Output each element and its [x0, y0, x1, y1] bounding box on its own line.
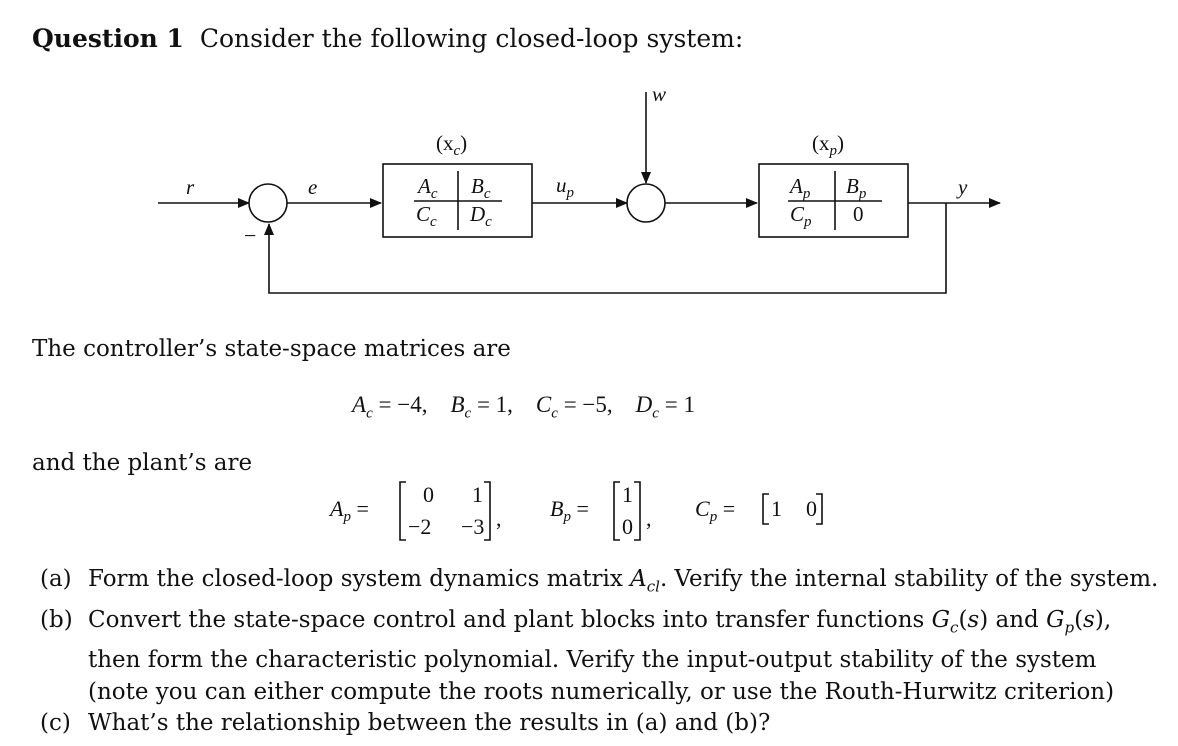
Ap-11: 0 [423, 482, 434, 507]
Bp-2: 0 [622, 514, 633, 539]
label-r: r [186, 175, 195, 199]
Ap-22: −3 [461, 514, 484, 539]
question-number: Question 1 [32, 24, 184, 53]
plant-equation: Ap = 0 1 −2 −3 , Bp = 1 0 , Cp = 1 0 [328, 481, 823, 541]
question-title: Question 1 Consider the following closed… [32, 24, 743, 53]
summing-junction-1 [248, 183, 288, 223]
plant-intro-text: and the plant’s are [32, 450, 253, 476]
summing-junction-2 [626, 183, 666, 223]
minus-sign: − [244, 223, 256, 248]
part-c-text: What’s the relationship between the resu… [88, 710, 771, 736]
plant-D-zero: 0 [853, 202, 864, 226]
part-a-label: (a) [40, 566, 72, 592]
svg-text:,: , [646, 506, 652, 531]
label-y: y [956, 175, 968, 199]
plant-block [758, 163, 909, 238]
controller-state-label: (xc) [436, 131, 467, 159]
Cc-value: −5, [582, 392, 613, 417]
part-a-text: Form the closed-loop system dynamics mat… [88, 566, 1159, 596]
controller-B: Bc [471, 174, 491, 202]
Bc-value: 1, [495, 392, 513, 417]
plant-C: Cp [790, 202, 812, 230]
label-w: w [652, 82, 666, 106]
part-b: (b) Convert the state-space control and … [40, 604, 1150, 705]
svg-text:Cp =: Cp = [695, 496, 735, 525]
controller-matrices-text: The controller’s state-space matrices ar… [32, 336, 511, 362]
controller-C: Cc [416, 202, 437, 230]
Cp-1: 1 [771, 496, 782, 521]
svg-text:,: , [496, 506, 502, 531]
plant-B: Bp [846, 174, 867, 202]
part-b-label: (b) [40, 607, 73, 633]
label-e: e [308, 175, 317, 199]
Ap-12: 1 [472, 482, 483, 507]
Ac-value: −4, [397, 392, 428, 417]
Dc-value: 1 [683, 392, 695, 417]
controller-D: Dc [469, 202, 492, 230]
controller-equation: Ac = −4, Bc = 1, Cc = −5, Dc = 1 [352, 392, 695, 422]
part-b-text: Convert the state-space control and plan… [88, 607, 1115, 705]
Ap-21: −2 [408, 514, 431, 539]
label-up: up [556, 173, 575, 201]
block-diagram: r e up w y − (xc) Ac Bc Cc Dc (xp) Ap Bp… [158, 82, 1001, 294]
Cp-2: 0 [806, 496, 817, 521]
svg-text:Ap =: Ap = [328, 496, 369, 525]
feedback-line [264, 203, 947, 294]
Bp-1: 1 [622, 482, 633, 507]
controller-block [382, 163, 533, 238]
plant-state-label: (xp) [812, 131, 844, 159]
question-intro: Consider the following closed-loop syste… [199, 24, 744, 53]
svg-text:Bp =: Bp = [550, 496, 589, 525]
plant-A: Ap [788, 174, 811, 202]
part-c-label: (c) [40, 710, 71, 736]
controller-A: Ac [416, 174, 438, 202]
